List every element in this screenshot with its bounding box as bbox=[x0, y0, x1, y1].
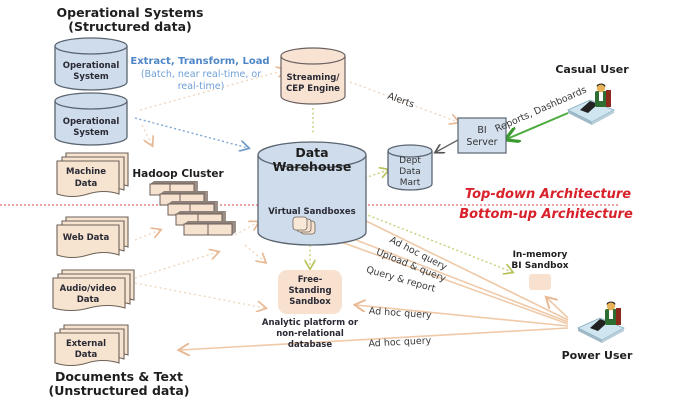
edge-reports-dashboards bbox=[507, 112, 569, 139]
external-data-label-2: Data bbox=[75, 350, 98, 360]
operational-system-1-label-2: System bbox=[73, 72, 109, 82]
operational-system-2-label-2: System bbox=[73, 128, 109, 138]
etl-subtitle-line1: (Batch, near real-time, or bbox=[141, 69, 261, 80]
hadoop-node bbox=[207, 223, 233, 236]
operational-system-1-label-1: Operational bbox=[63, 61, 120, 71]
hadoop-cluster-label: Hadoop Cluster bbox=[132, 168, 224, 180]
hadoop-node-top bbox=[198, 211, 226, 214]
analytic-platform-label-1: Analytic platform or bbox=[262, 318, 359, 328]
hadoop-node-top bbox=[180, 191, 208, 194]
casual-user-label: Casual User bbox=[555, 63, 629, 76]
dept-mart-label-2: Data bbox=[399, 167, 421, 177]
audio-video-label-1: Audio/video bbox=[60, 284, 117, 294]
hadoop-node-top bbox=[176, 211, 204, 214]
analytic-platform-label-3: database bbox=[288, 340, 332, 350]
free-standing-label-3: Sandbox bbox=[289, 297, 331, 307]
hadoop-node-top bbox=[168, 201, 196, 204]
operational-system-2-label-1: Operational bbox=[63, 117, 120, 127]
web-data-docs: Web Data bbox=[56, 216, 129, 259]
virtual-sandbox-icon bbox=[292, 216, 316, 235]
bi-server-label-1: BI bbox=[477, 125, 486, 136]
edge-label-adhoc-query-2: Ad hoc query bbox=[368, 306, 432, 321]
edge-operational-to-warehouse bbox=[134, 117, 248, 148]
hadoop-cluster bbox=[149, 181, 236, 236]
edge-hadoop-to-warehouse bbox=[234, 222, 258, 236]
audio-video-data-docs: Audio/video Data bbox=[52, 269, 135, 312]
external-data-label-1: External bbox=[66, 339, 106, 349]
edge-audio-to-hadoop bbox=[134, 252, 218, 279]
edge-label-adhoc-query-3: Ad hoc query bbox=[368, 335, 432, 349]
etl-title: Extract, Transform, Load bbox=[130, 56, 269, 67]
dept-data-mart: Dept Data Mart bbox=[387, 144, 433, 191]
top-down-architecture-label: Top-down Architecture bbox=[465, 187, 631, 202]
edge-etl-to-streaming bbox=[139, 70, 285, 111]
free-standing-label-1: Free- bbox=[298, 275, 323, 285]
free-standing-sandbox: Free- Standing Sandbox bbox=[278, 270, 342, 314]
machine-data-label-1: Machine bbox=[66, 167, 106, 177]
edges bbox=[134, 70, 569, 350]
hadoop-node-top bbox=[208, 221, 236, 224]
edge-bi-to-mart bbox=[436, 139, 459, 152]
streaming-cep-engine: Streaming/ CEP Engine bbox=[280, 47, 346, 105]
hadoop-node-top bbox=[184, 221, 212, 224]
hadoop-node-top bbox=[170, 181, 198, 184]
edge-query-report bbox=[329, 237, 569, 325]
bottom-up-architecture-label: Bottom-up Architecture bbox=[459, 207, 633, 222]
web-data-label: Web Data bbox=[63, 233, 110, 243]
structured-title-line2: (Structured data) bbox=[68, 19, 192, 34]
data-warehouse: Data Warehouse Virtual Sandboxes bbox=[257, 141, 367, 246]
edge-hadoop-to-freestanding bbox=[244, 244, 265, 262]
streaming-label-1: Streaming/ bbox=[287, 73, 341, 83]
operational-system-1: Operational System bbox=[54, 37, 128, 91]
hadoop-node-side bbox=[232, 221, 236, 235]
bi-server-label-2: Server bbox=[466, 137, 497, 148]
audio-video-label-2: Data bbox=[77, 295, 100, 305]
edge-adhoc-query-1 bbox=[359, 217, 569, 321]
unstructured-title-line1: Documents & Text bbox=[55, 369, 183, 384]
edge-operational-down bbox=[141, 124, 152, 145]
edge-audio-to-freestanding bbox=[134, 282, 265, 308]
power-user-icon bbox=[577, 301, 625, 343]
virtual-sandboxes-label: Virtual Sandboxes bbox=[268, 207, 355, 217]
dept-mart-label-3: Mart bbox=[400, 178, 421, 188]
warehouse-label-1: Data bbox=[295, 145, 328, 160]
edge-alerts bbox=[349, 81, 458, 122]
edge-warehouse-to-inmemory bbox=[359, 211, 512, 272]
analytic-platform-label-2: non-relational bbox=[276, 329, 344, 339]
hadoop-node bbox=[183, 223, 209, 236]
machine-data-label-2: Data bbox=[75, 179, 98, 189]
bi-server: BI Server bbox=[457, 117, 507, 154]
edge-label-alerts: Alerts bbox=[386, 91, 416, 111]
free-standing-label-2: Standing bbox=[288, 286, 331, 296]
edge-power-to-inmemory bbox=[547, 298, 569, 319]
structured-title-line1: Operational Systems bbox=[57, 5, 204, 20]
edge-adhoc-query-2 bbox=[356, 305, 569, 327]
etl-subtitle-line2: real-time) bbox=[178, 81, 225, 92]
dept-mart-label-1: Dept bbox=[399, 156, 421, 166]
in-memory-bi-sandbox bbox=[529, 274, 551, 290]
machine-data-docs: Machine Data bbox=[56, 152, 129, 198]
casual-user-icon bbox=[567, 83, 615, 125]
streaming-label-2: CEP Engine bbox=[286, 84, 340, 94]
in-memory-label-2: BI Sandbox bbox=[511, 261, 568, 271]
operational-system-2: Operational System bbox=[54, 92, 128, 146]
edge-upload-query bbox=[324, 227, 569, 323]
hadoop-node-top bbox=[190, 201, 218, 204]
in-memory-label-1: In-memory bbox=[513, 250, 568, 260]
edge-web-to-hadoop bbox=[134, 230, 160, 241]
edge-adhoc-query-3 bbox=[180, 327, 569, 350]
unstructured-title-line2: (Unstructured data) bbox=[49, 383, 190, 398]
power-user-label: Power User bbox=[562, 349, 633, 362]
edge-warehouse-to-mart bbox=[364, 170, 388, 179]
warehouse-label-2: Warehouse bbox=[273, 159, 352, 174]
external-data-docs: External Data bbox=[54, 324, 129, 367]
